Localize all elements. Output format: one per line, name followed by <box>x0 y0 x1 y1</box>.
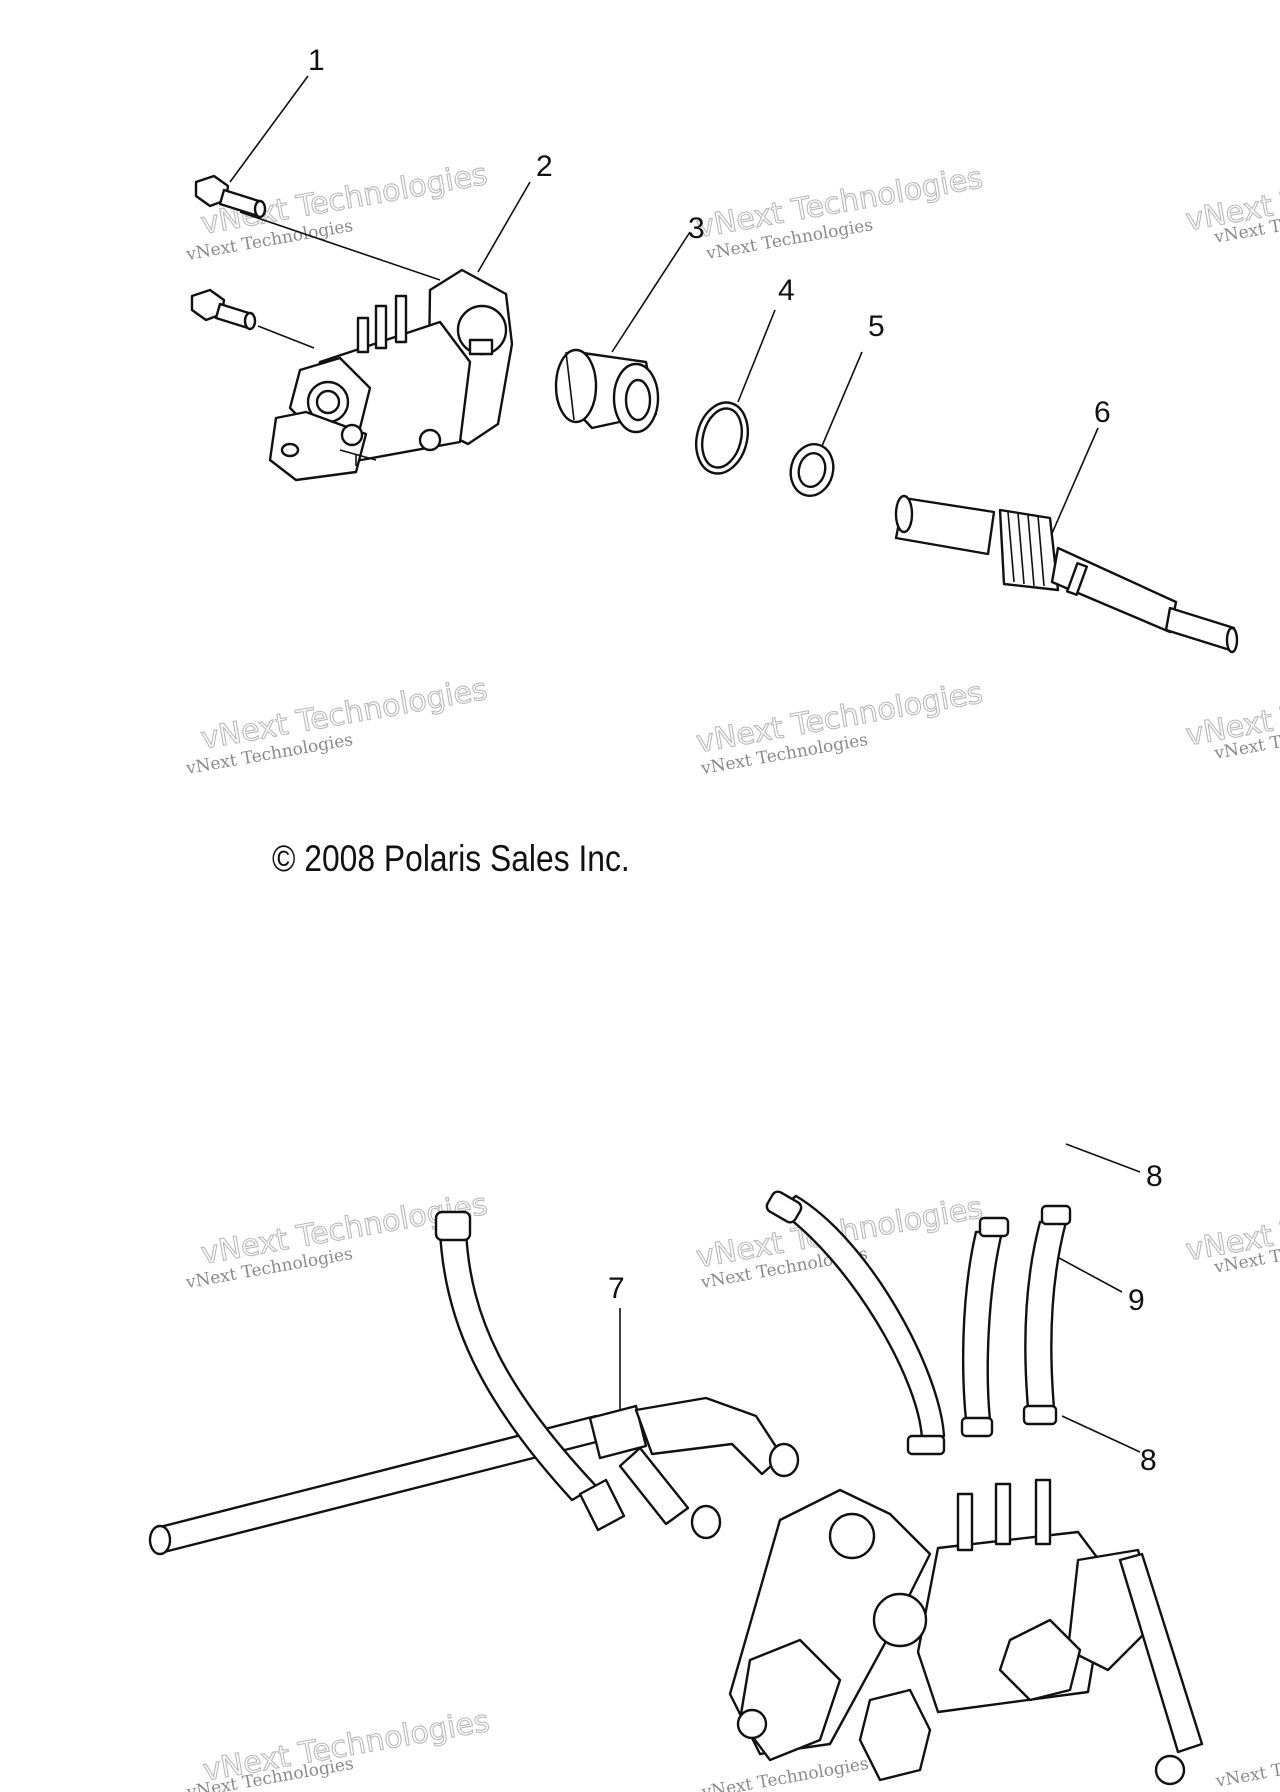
callout-6: 6 <box>1094 396 1111 429</box>
watermark-small-text: vNext Technologies <box>699 1754 870 1792</box>
callout-3: 3 <box>688 212 705 245</box>
watermark-bottom-left: vNext Technologies vNext Technologies <box>184 1703 492 1792</box>
callout-2: 2 <box>536 150 553 183</box>
watermark-bottom-right: vNext Technologies <box>1213 1743 1280 1792</box>
watermark-top-center: vNext Technologies vNext Technologies <box>693 160 986 264</box>
watermark-mid-center: vNext Technologies vNext Technologies <box>693 675 986 779</box>
gear-shaft-part-6 <box>894 494 1239 654</box>
bushing-part-3 <box>554 348 660 434</box>
watermark-top-left: vNext Technologies vNext Technologies <box>184 156 491 265</box>
upper-callouts: 1 2 3 4 5 6 <box>308 44 1111 429</box>
watermark-small-text: vNext Technologies <box>1213 1743 1280 1792</box>
watermark-low-right: vNext Technologies vNext Technologies <box>1183 1183 1280 1278</box>
callout-5: 5 <box>868 310 885 343</box>
watermark-bottom-center: vNext Technologies <box>699 1754 870 1792</box>
callout-1: 1 <box>308 44 325 77</box>
callout-7: 7 <box>608 1272 625 1305</box>
callout-8-top: 8 <box>1146 1160 1163 1193</box>
bolt-part-1-second <box>190 288 257 331</box>
watermark-mid-left: vNext Technologies vNext Technologies <box>184 671 491 779</box>
watermark-mid-right: vNext Technologies vNext Technologies <box>1183 668 1280 764</box>
oil-pump-lower <box>728 1478 1204 1786</box>
lower-leader-lines <box>619 1143 1141 1453</box>
o-ring-part-4 <box>695 401 749 475</box>
washer-part-5 <box>789 443 835 497</box>
callout-9: 9 <box>1128 1284 1145 1317</box>
callout-4: 4 <box>778 274 795 307</box>
upper-leader-lines <box>229 75 1099 539</box>
copyright-notice: © 2008 Polaris Sales Inc. <box>272 838 630 879</box>
oil-pump-part-2 <box>268 268 514 482</box>
bolt-part-1 <box>194 174 267 219</box>
hose-set-lower <box>148 1190 1072 1556</box>
lower-callouts: 7 8 9 8 <box>608 1160 1163 1477</box>
callout-8-bottom: 8 <box>1140 1444 1157 1477</box>
watermark-top-right: vNext Technologies vNext Technologies <box>1183 153 1280 248</box>
